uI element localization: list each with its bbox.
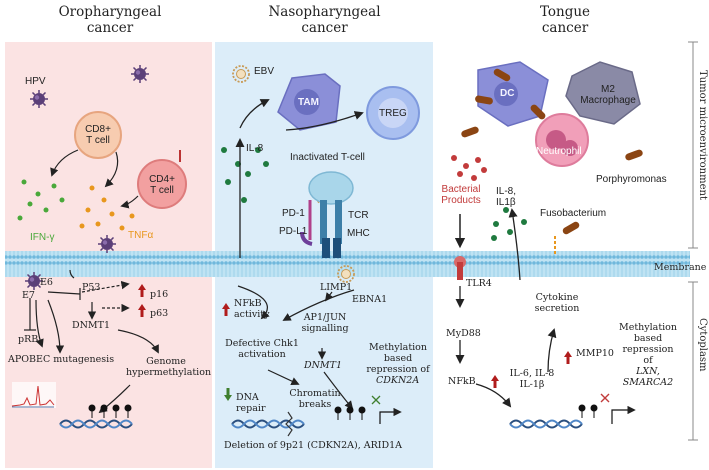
label-dna-repair: DNA repair [236, 392, 266, 414]
methyl-groups [88, 404, 132, 418]
bacteria-rod-icon [460, 125, 480, 139]
p63-up-arrow-icon [136, 302, 148, 319]
label-apobec: APOBEC mutagenesis [8, 354, 115, 365]
dna-repair-down-arrow-icon [222, 386, 234, 403]
il8-molecules [221, 147, 269, 203]
label-prb: pRB [18, 334, 39, 345]
dna-helix-icon [231, 419, 305, 429]
header-oropharyngeal: Oropharyngeal cancer [58, 4, 162, 36]
il8-il1b-molecules [491, 207, 527, 241]
label-bacterial-products: Bacterial Products [441, 184, 481, 206]
label-tnf-alpha: TNFα [128, 230, 154, 241]
label-dnmt1-nasopharyngeal: DNMT1 [304, 360, 343, 371]
label-il8-il1b: IL-8, IL1β [496, 186, 517, 208]
cd8-t-cell [74, 111, 122, 159]
label-inactivated-t-cell: Inactivated T-cell [290, 152, 365, 163]
m2-macrophage-cell [565, 61, 641, 125]
label-tumor-microenvironment: Tumor microenvironment [697, 70, 708, 200]
section-divider [688, 41, 698, 441]
label-myd88: MyD88 [446, 328, 481, 339]
il6-up-arrow-icon [489, 373, 501, 390]
label-ap1-jun: AP1/JUN signalling [301, 312, 349, 334]
hpv-virus-icon [29, 89, 49, 109]
label-pd1: PD-1 [282, 208, 305, 219]
label-cdkn2a: CDKN2A [376, 375, 420, 386]
label-cytoplasm: Cytoplasm [697, 318, 708, 372]
tnf-alpha-molecules [79, 185, 135, 231]
label-fusobacterium: Fusobacterium [540, 208, 607, 219]
label-il8: IL-8 [246, 143, 264, 154]
label-ebna1: EBNA1 [352, 294, 388, 305]
label-genome-hypermethylation: Genome hypermethylation [126, 356, 212, 378]
methyl-groups [334, 406, 366, 420]
label-p16: p16 [150, 289, 169, 300]
bacteria-rod-icon [624, 148, 644, 162]
nfkb-up-arrow-icon [220, 301, 232, 318]
ifn-gamma-molecules [17, 179, 65, 221]
label-nfkb-activity: NFkB activity [234, 298, 270, 320]
label-limp1: LIMP1 [320, 282, 353, 293]
label-dnmt1: DNMT1 [72, 320, 111, 331]
label-mmp10: MMP10 [576, 348, 614, 359]
label-e7: E7 [22, 290, 35, 301]
label-treg: TREG [379, 108, 407, 119]
label-m2-macrophage: M2 Macrophage [580, 84, 636, 106]
label-mhc: MHC [347, 228, 370, 239]
ebv-virus-icon [232, 65, 250, 83]
label-methylation-repression: Methylation based repression of [366, 342, 430, 375]
label-ebv: EBV [254, 66, 275, 77]
label-pdl1: PD-L1 [279, 226, 308, 237]
label-il6-il8-il1b: IL-6, IL-8 IL-1β [509, 368, 555, 390]
label-cd4-t-cell: CD4+ T cell [149, 174, 175, 196]
label-lxn-smarca2: LXN, SMARCA2 [622, 366, 674, 388]
label-e6: E6 [40, 277, 53, 288]
label-membrane: Membrane [654, 262, 707, 273]
label-deletion-9p21: Deletion of 9p21 (CDKN2A), ARID1A [224, 440, 403, 451]
label-porphyromonas: Porphyromonas [596, 174, 667, 185]
inactivated-t-cell [308, 171, 354, 205]
methyl-groups [578, 404, 598, 418]
label-methylation-repression-tongue: Methylation based repression of [618, 322, 678, 366]
dna-helix-icon [59, 419, 133, 429]
mmp10-up-arrow-icon [562, 349, 574, 366]
hpv-virus-icon [130, 64, 150, 84]
fusobacterium-icon [561, 220, 581, 236]
dna-helix-icon [509, 419, 583, 429]
label-tlr4: TLR4 [466, 278, 492, 289]
label-ifn-gamma: IFN-γ [30, 232, 55, 243]
label-cytokine-secretion: Cytokine secretion [534, 292, 580, 314]
label-cd8-t-cell: CD8+ T cell [85, 124, 111, 146]
label-tcr: TCR [348, 210, 369, 221]
label-chromatin-breaks: Chromatin breaks [289, 388, 341, 410]
label-p63: p63 [150, 308, 169, 319]
mutation-plot [11, 382, 56, 408]
label-tam: TAM [298, 97, 319, 108]
cd4-t-cell [137, 159, 187, 209]
label-defective-chk1: Defective Chk1 activation [225, 338, 299, 360]
label-hpv: HPV [25, 76, 46, 87]
label-neutrophil: Neutrophil [536, 146, 582, 157]
label-nfkb: NFkB [448, 376, 476, 387]
label-dc: DC [500, 88, 515, 99]
hpv-virus-icon [97, 234, 117, 254]
label-p53: P53 [82, 282, 101, 293]
header-tongue: Tongue cancer [539, 4, 591, 36]
header-nasopharyngeal: Nasopharyngeal cancer [268, 4, 381, 36]
bacterial-product-molecules [451, 155, 487, 181]
p16-up-arrow-icon [136, 282, 148, 299]
